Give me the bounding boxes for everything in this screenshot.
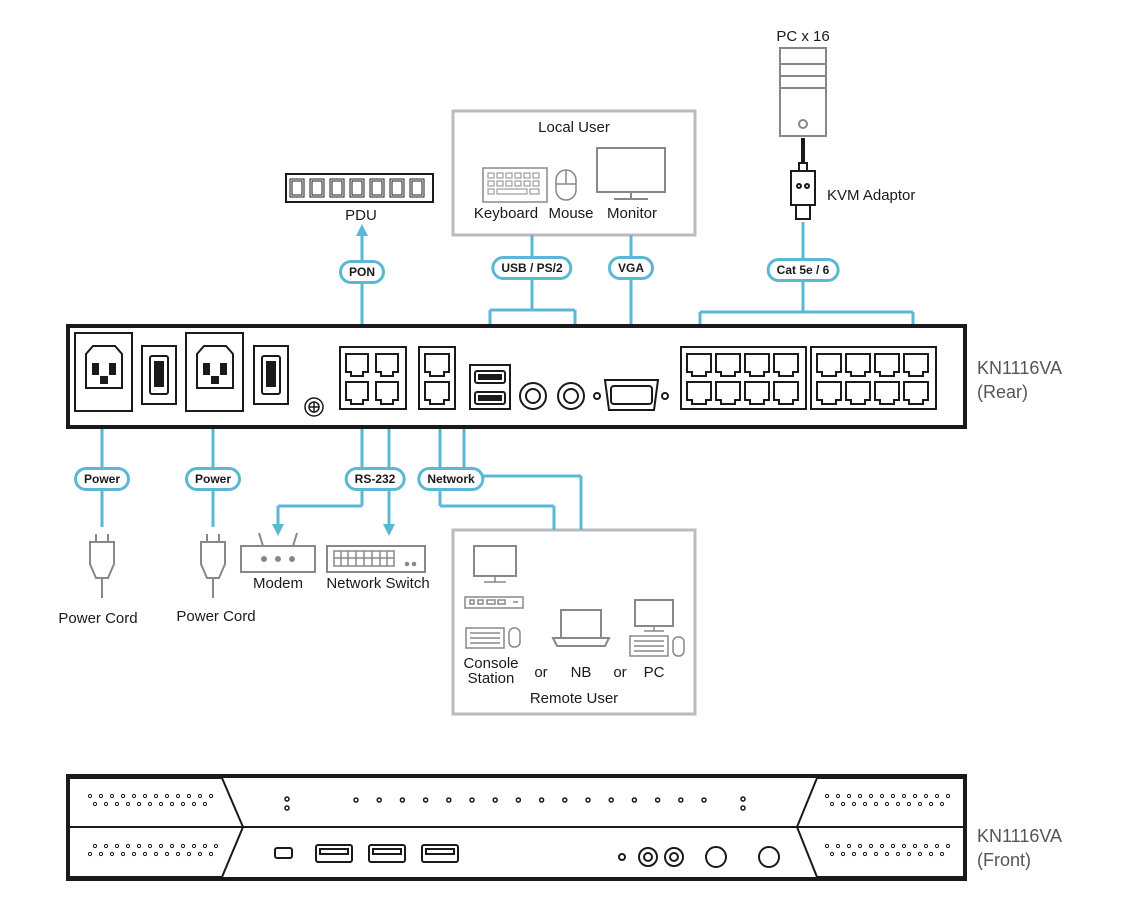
kvm-ports-group-2 [810,346,937,410]
monitor-icon [596,147,666,200]
cat5-cable-label: Cat 5e / 6 [766,258,840,282]
front-model-label: KN1116VA [977,826,1063,846]
mouse-label: Mouse [548,205,594,222]
pdu-label: PDU [345,207,377,224]
front-panel [66,774,967,881]
ground-screw-icon [304,397,324,417]
remote-user-title: Remote User [529,690,619,707]
power-cord-label-1: Power Cord [58,610,138,627]
or-label-1: or [534,664,548,681]
monitor-label: Monitor [606,205,658,222]
front-vent-dots [87,793,951,857]
usb-ports [469,364,511,410]
or-label-2: or [613,664,627,681]
keyboard-icon [482,167,548,203]
network-switch-label: Network Switch [326,575,430,592]
power-switch-2-icon [253,345,289,405]
network-switch-icon [326,545,426,573]
kvm-adaptor-icon [790,138,816,220]
keyboard-label: Keyboard [473,205,539,222]
vga-port [593,379,669,411]
pon-rs232-ports [339,346,407,410]
remote-user-panel [451,528,697,716]
modem-icon [240,532,316,573]
power-cord-label-2: Power Cord [176,608,256,625]
console-station-icon [464,545,524,649]
console-station-label-line2: Station [467,670,515,687]
power-inlet-1-icon [74,332,133,412]
usb-ps2-cable-label: USB / PS/2 [491,256,573,280]
console-station-label-line1: Console [463,655,519,672]
nb-label: NB [570,664,592,681]
power-cord-1-icon [89,534,115,598]
remote-pc-icon [629,599,685,657]
notebook-icon [551,609,611,647]
pc-tower-icon [779,47,827,137]
network-cable-label: Network [417,467,485,491]
front-view-label: (Front) [977,850,1031,870]
mouse-icon [555,169,577,201]
cables-top [356,222,915,375]
rear-model-label: KN1116VA [977,358,1063,378]
rear-view-label: (Rear) [977,382,1029,402]
kvm-ports-group-1 [680,346,807,410]
vga-cable-label: VGA [607,256,655,280]
power-inlet-2-icon [185,332,244,412]
front-connectors [274,844,780,868]
power-switch-1-icon [141,345,177,405]
modem-label: Modem [252,575,304,592]
local-user-title: Local User [538,119,610,136]
pdu-icon [285,173,434,203]
power-cable-label-2: Power [184,467,242,491]
power-cable-label-1: Power [73,467,131,491]
power-cord-2-icon [200,534,226,598]
pc-count-label: PC x 16 [776,28,830,45]
pon-cable-label: PON [338,260,386,284]
pc-label: PC [643,664,665,681]
kvm-adaptor-label: KVM Adaptor [827,187,916,204]
network-ports [418,346,456,410]
rs232-cable-label: RS-232 [344,467,406,491]
rear-panel [66,324,967,429]
ps2-ports [519,382,585,410]
front-indicator-leds [284,796,746,811]
